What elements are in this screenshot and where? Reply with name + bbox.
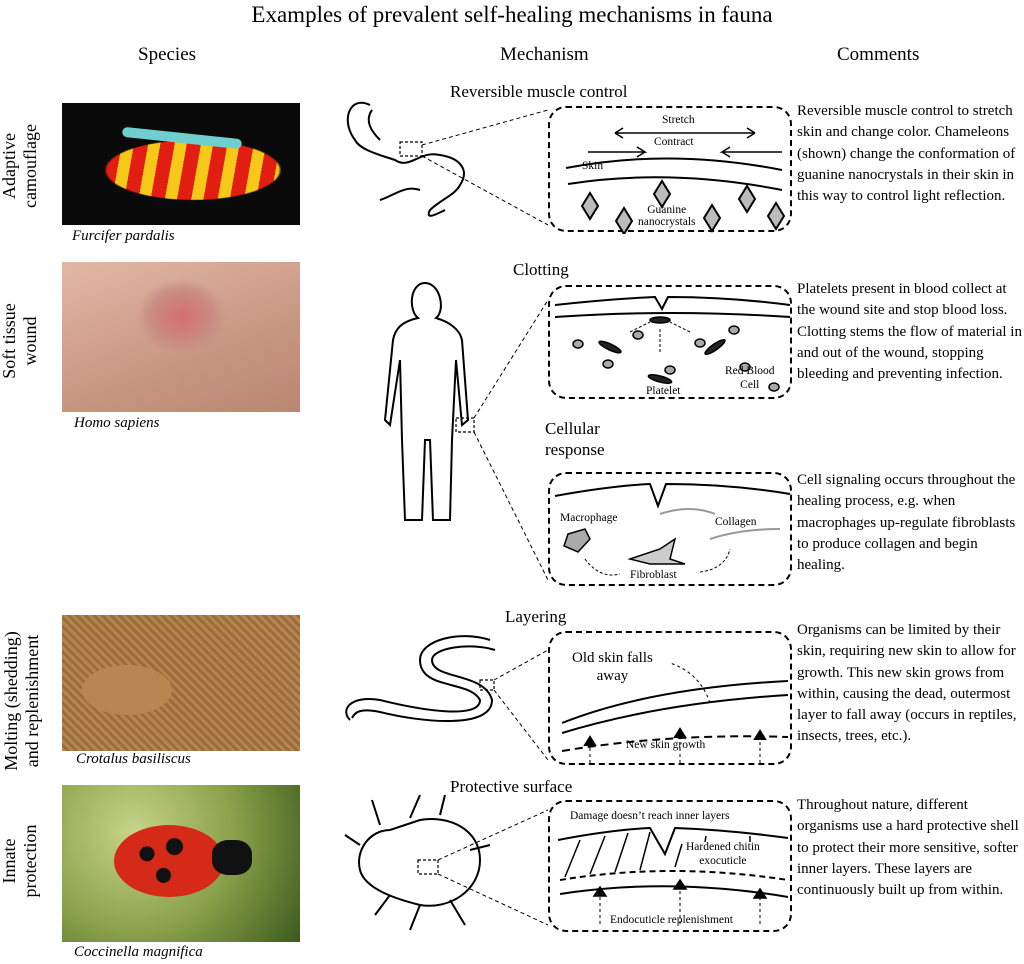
chameleon-photo: [62, 103, 300, 225]
label-endocuticle: Endocuticle replenishment: [610, 914, 733, 926]
label-stretch: Stretch: [662, 114, 695, 126]
comment-camouflage: Reversible muscle control to stretch ski…: [797, 103, 1016, 205]
wound-photo: [62, 262, 300, 412]
header-species: Species: [138, 44, 197, 65]
lizard-silhouette: [346, 101, 465, 217]
label-contract: Contract: [654, 136, 694, 148]
mechanism-muscle: Reversible muscle control: [450, 82, 628, 101]
label-platelet: Platelet: [646, 385, 681, 397]
mechanism-clotting: Clotting: [513, 260, 569, 279]
diagram-protective-surface: Damage doesn’t reach inner layers Harden…: [548, 800, 792, 932]
snake-photo: [62, 615, 300, 751]
mechanism-layering: Layering: [505, 607, 567, 626]
caption-coccinella: Coccinella magnifica: [74, 944, 203, 960]
comment-cellular: Cell signaling occurs throughout the hea…: [797, 472, 1016, 574]
mechanism-protective: Protective surface: [450, 777, 573, 796]
label-new-skin: New skin growth: [626, 739, 706, 751]
comment-clotting: Platelets present in blood collect at th…: [797, 281, 1022, 383]
caption-crotalus: Crotalus basiliscus: [76, 751, 191, 767]
label-collagen: Collagen: [715, 516, 757, 528]
label-fibroblast: Fibroblast: [630, 569, 677, 581]
snake-silhouette: [345, 635, 496, 722]
comment-molting: Organisms can be limited by their skin, …: [797, 622, 1017, 745]
figure-title: Examples of prevalent self-healing mecha…: [251, 2, 773, 27]
beetle-silhouette: [344, 794, 491, 931]
header-comments: Comments: [837, 44, 920, 65]
comment-protection: Throughout nature, different organisms u…: [797, 797, 1019, 899]
ladybug-photo: [62, 785, 300, 942]
label-macrophage: Macrophage: [560, 512, 618, 524]
caption-furcifer: Furcifer pardalis: [72, 228, 175, 244]
header-mechanism: Mechanism: [500, 44, 589, 65]
human-silhouette: [383, 281, 470, 521]
label-damage: Damage doesn’t reach inner layers: [570, 810, 730, 822]
caption-homo: Homo sapiens: [74, 415, 160, 431]
diagram-cellular-response: Macrophage Collagen Fibroblast: [548, 472, 792, 586]
label-skin: Skin: [582, 160, 604, 172]
